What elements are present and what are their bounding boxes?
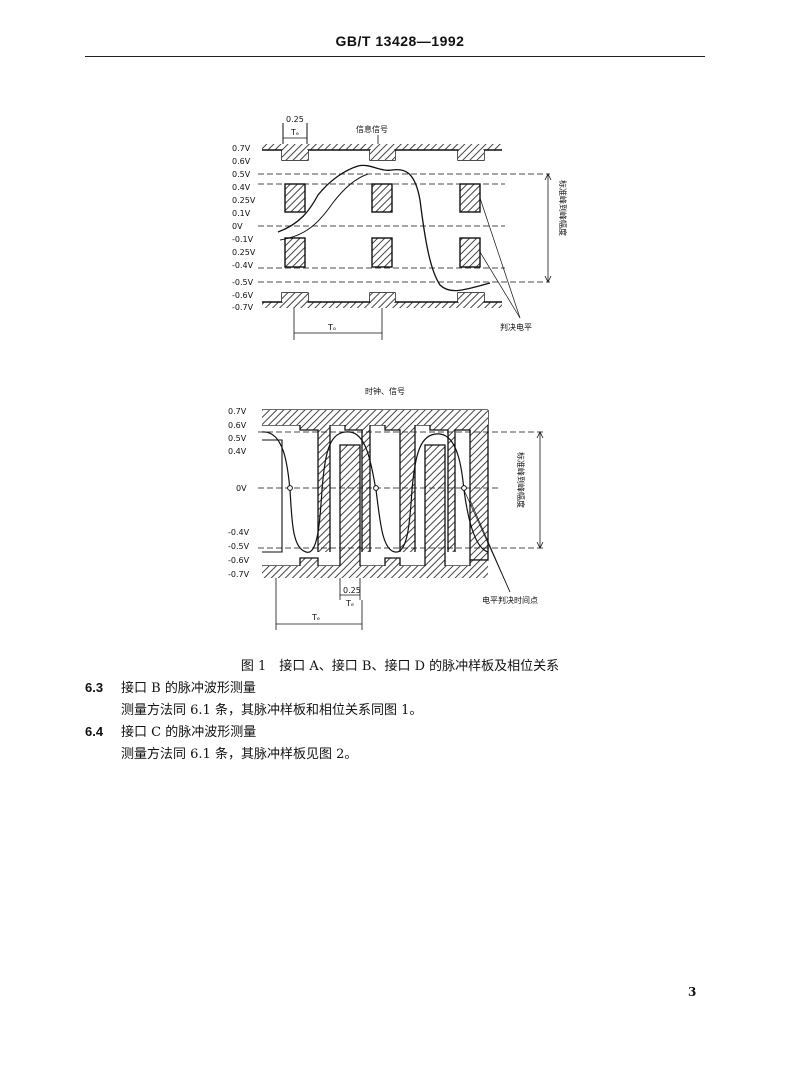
top-pulse-mask: 0.25 Tₑ 信息信号 (232, 115, 568, 340)
page-number: 3 (688, 985, 697, 999)
top-width-label: 0.25 (286, 115, 304, 124)
top-level-label: 0.7V (232, 144, 251, 153)
top-period-label: Tₒ (327, 323, 336, 332)
bottom-level-label: 0.4V (228, 447, 247, 456)
section-body-6-4: 测量方法同 6.1 条，其脉冲样板见图 2。 (121, 747, 358, 762)
figure-caption: 图 1 接口 A、接口 B、接口 D 的脉冲样板及相位关系 (240, 659, 560, 674)
bottom-pulse-mask: 时钟、信号 标准峰到峰幅度 电平判决时间点 (228, 386, 545, 630)
top-level-label: 0.4V (232, 183, 251, 192)
top-level-label: -0.1V (232, 235, 254, 244)
section-heading-6-3: 6.3 接口 B 的脉冲波形测量 (85, 677, 256, 696)
bottom-width-label: 0.25 (343, 586, 361, 595)
top-level-label: 0.1V (232, 209, 251, 218)
header-rule (85, 56, 705, 57)
bottom-width-sub: Tₑ (345, 599, 354, 608)
top-level-label: 0.25V (232, 248, 256, 257)
section-number: 6.3 (85, 680, 104, 695)
section-body-6-3: 测量方法同 6.1 条，其脉冲样板和相位关系同图 1。 (121, 703, 423, 718)
top-level-label: -0.7V (232, 303, 254, 312)
bottom-period-label: Tₑ (311, 613, 320, 622)
top-decision-label: 判决电平 (500, 322, 532, 332)
bottom-level-label: 0.5V (228, 434, 247, 443)
bottom-level-label: -0.6V (228, 556, 250, 565)
bottom-title: 时钟、信号 (365, 386, 405, 396)
bottom-level-labels: 0.7V 0.6V 0.5V 0.4V 0V -0.4V -0.5V -0.6V… (228, 407, 250, 579)
bottom-decision-label: 电平判决时间点 (482, 595, 538, 605)
top-title: 信息信号 (356, 124, 388, 134)
top-width-sub: Tₑ (290, 128, 299, 137)
bottom-level-label: 0.6V (228, 421, 247, 430)
top-level-labels: 0.7V 0.6V 0.5V 0.4V 0.25V 0.1V 0V -0.1V … (232, 144, 256, 312)
bottom-level-label: 0.7V (228, 407, 247, 416)
document-header: GB/T 13428—1992 (335, 33, 465, 49)
bottom-level-label: -0.7V (228, 570, 250, 579)
bottom-level-label: -0.5V (228, 542, 250, 551)
top-level-label: -0.4V (232, 261, 254, 270)
top-level-label: 0V (232, 222, 243, 231)
section-title: 接口 C 的脉冲波形测量 (121, 725, 257, 740)
section-number: 6.4 (85, 724, 104, 739)
bottom-level-label: -0.4V (228, 528, 250, 537)
top-amplitude-label: 标准峰到峰幅度 (558, 180, 568, 236)
top-level-label: 0.5V (232, 170, 251, 179)
top-level-label: 0.6V (232, 157, 251, 166)
top-level-label: -0.6V (232, 291, 254, 300)
top-level-label: 0.25V (232, 196, 256, 205)
section-title: 接口 B 的脉冲波形测量 (121, 681, 256, 696)
top-level-label: -0.5V (232, 278, 254, 287)
bottom-level-label: 0V (236, 484, 247, 493)
section-heading-6-4: 6.4 接口 C 的脉冲波形测量 (85, 721, 256, 740)
bottom-amplitude-label: 标准峰到峰幅度 (516, 452, 526, 508)
